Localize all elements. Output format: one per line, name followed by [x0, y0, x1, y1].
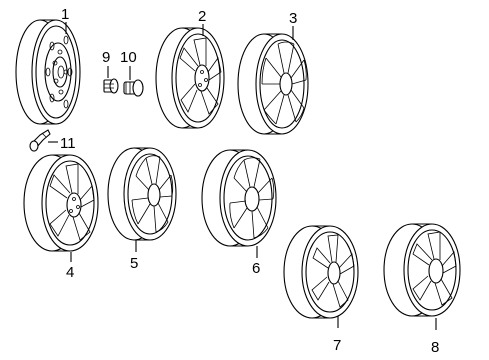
callout-5: 5 [130, 255, 138, 272]
callout-7: 7 [333, 337, 341, 354]
callout-2: 2 [198, 8, 206, 25]
callout-4: 4 [66, 264, 74, 281]
wheel-4-five-spoke [23, 154, 99, 252]
callout-9: 9 [102, 49, 110, 66]
lug-nut-9 [103, 78, 119, 94]
callout-1: 1 [61, 6, 69, 23]
callout-8: 8 [431, 339, 439, 356]
wheel-5-split-spoke [107, 147, 177, 241]
wheel-7-double-spoke [283, 225, 359, 319]
wheel-2-five-spoke [155, 27, 225, 129]
callout-10: 10 [120, 49, 137, 66]
wheel-8-five-spoke [383, 223, 461, 317]
wheel-3-multi-spoke [237, 33, 309, 135]
lock-nut-10 [123, 79, 144, 97]
wheel-1-steel [15, 19, 81, 125]
wheel-6-split-spoke [201, 149, 277, 247]
callout-3: 3 [289, 10, 297, 27]
callout-6: 6 [252, 260, 260, 277]
callout-11: 11 [60, 135, 76, 152]
valve-stem-11 [29, 129, 51, 152]
